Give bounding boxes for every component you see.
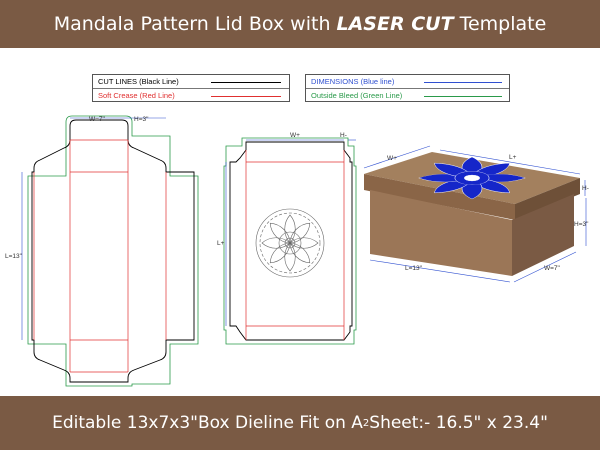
title-suffix: Template <box>459 13 547 35</box>
legend-cut-crease: CUT LINES (Black Line) Soft Crease (Red … <box>92 74 290 102</box>
legend-row-cut: CUT LINES (Black Line) <box>93 75 289 89</box>
legend-bleed-swatch <box>424 96 502 97</box>
dieline-middle: W+ H- L+ <box>217 132 357 345</box>
box-height-bottom-label: H=3" <box>574 221 589 228</box>
box-height-top-label: H- <box>582 185 589 192</box>
middle-length-label: L+ <box>217 240 225 247</box>
box-lid-left <box>364 174 515 220</box>
middle-height-label: H- <box>340 132 347 139</box>
box-base-right <box>512 194 574 276</box>
dieline-middle-dims <box>225 139 356 326</box>
footer-text-main: Editable 13x7x3"Box Dieline Fit on A <box>52 413 363 433</box>
box-length-top-label: L+ <box>509 154 517 161</box>
title-highlight: LASER CUT <box>336 13 454 35</box>
legend-bleed-label: Outside Bleed (Green Line) <box>311 91 403 100</box>
left-length-label: L=13" <box>5 253 23 260</box>
dieline-middle-bleed <box>223 137 357 345</box>
dieline-left-dims <box>21 117 166 340</box>
legend-cut-swatch <box>211 82 281 83</box>
left-height-label: H=3" <box>134 116 149 123</box>
legend-row-crease: Soft Crease (Red Line) <box>93 89 289 103</box>
box-3d: W+ L+ H- H=3" L=13" W=7" <box>363 145 589 283</box>
middle-width-label: W+ <box>290 132 300 139</box>
dieline-left-bleed <box>27 115 199 387</box>
left-width-label: W=7" <box>89 116 106 123</box>
legend-dimension-swatch <box>424 82 502 83</box>
mandala-filled <box>417 156 527 200</box>
legend-crease-label: Soft Crease (Red Line) <box>98 91 175 100</box>
box-width-bottom-label: W=7" <box>544 265 561 272</box>
dieline-left-cut <box>31 119 195 383</box>
dieline-left-creases <box>33 139 167 373</box>
legend-dimension-bleed: DIMENSIONS (Blue line) Outside Bleed (Gr… <box>305 74 510 102</box>
header-banner: Mandala Pattern Lid Box with LASER CUT T… <box>0 0 600 48</box>
legend-row-dimension: DIMENSIONS (Blue line) <box>306 75 509 89</box>
artwork: W=7" H=3" L=13" W+ H- L+ <box>5 115 589 387</box>
mandala-outline <box>255 208 325 278</box>
box-dims <box>363 145 587 283</box>
dieline-left: W=7" H=3" L=13" <box>5 115 199 387</box>
box-width-top-label: W+ <box>387 155 397 162</box>
footer-text-sub: 2 <box>362 417 370 429</box>
box-base-left <box>370 190 512 276</box>
footer-text-end: Sheet:- 16.5" x 23.4" <box>369 413 548 433</box>
legend-dimension-label: DIMENSIONS (Blue line) <box>311 77 395 86</box>
box-length-bottom-label: L=13" <box>405 265 423 272</box>
legend-crease-swatch <box>211 96 281 97</box>
legend-row-bleed: Outside Bleed (Green Line) <box>306 89 509 103</box>
dieline-middle-cut <box>229 141 353 341</box>
legend-cut-label: CUT LINES (Black Line) <box>98 77 179 86</box>
title-prefix: Mandala Pattern Lid Box with <box>53 13 331 35</box>
box-lid-right <box>515 178 580 220</box>
dieline-middle-creases <box>245 150 345 340</box>
